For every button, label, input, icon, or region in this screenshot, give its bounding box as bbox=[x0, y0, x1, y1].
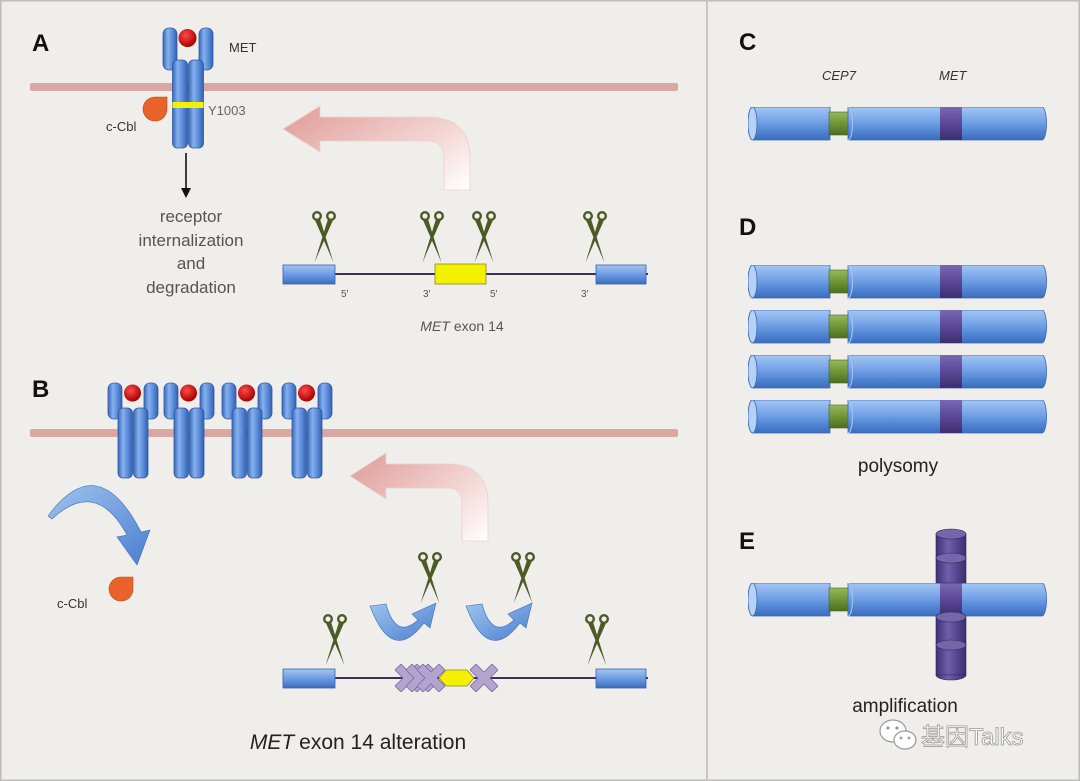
watermark-text: 基因Talks bbox=[921, 724, 1024, 751]
met-amplification-stack bbox=[935, 528, 967, 681]
watermark: 基因Talks bbox=[879, 719, 1024, 751]
met-locus-label: MET bbox=[939, 68, 968, 83]
chromosome bbox=[748, 107, 1048, 141]
polysomy-caption: polysomy bbox=[858, 456, 939, 477]
curved-arrow-icon bbox=[369, 602, 437, 641]
met-receptor bbox=[163, 382, 215, 479]
alteration-caption-text: exon 14 alteration bbox=[299, 731, 466, 754]
met-receptor bbox=[221, 382, 273, 479]
cep7-label: CEP7 bbox=[822, 68, 857, 83]
chromosome bbox=[748, 310, 1048, 344]
panel-b: B bbox=[30, 376, 678, 754]
outcome-line: receptor bbox=[160, 207, 223, 226]
c-cbl-label: c-Cbl bbox=[106, 119, 136, 134]
splicing-arrow bbox=[282, 105, 471, 191]
splice-site-label: 3′ bbox=[581, 289, 589, 300]
chromosome bbox=[748, 265, 1048, 299]
y1003-site bbox=[172, 102, 204, 108]
exon-14 bbox=[434, 263, 487, 285]
ligand bbox=[178, 29, 197, 47]
cell-membrane bbox=[30, 83, 678, 91]
panel-a: A MET c-Cbl Y1003 receptor internalizati… bbox=[30, 27, 678, 334]
met-receptor bbox=[162, 27, 214, 149]
panel-label-b: B bbox=[32, 376, 49, 403]
panel-label-c: C bbox=[739, 29, 756, 56]
chromosome bbox=[748, 355, 1048, 389]
met-receptor bbox=[107, 382, 159, 479]
panel-e: E amplification bbox=[739, 528, 1048, 717]
down-arrow-head bbox=[181, 188, 191, 198]
panel-label-e: E bbox=[739, 528, 755, 555]
receptor-label: MET bbox=[229, 40, 257, 55]
chromosome bbox=[748, 583, 1048, 617]
c-cbl-shape bbox=[142, 96, 168, 122]
exon-14 bbox=[438, 669, 475, 687]
panel-label-a: A bbox=[32, 30, 49, 57]
panel-label-d: D bbox=[739, 214, 756, 241]
splicing-arrow bbox=[349, 452, 489, 542]
outcome-line: internalization bbox=[139, 231, 244, 250]
y1003-label: Y1003 bbox=[208, 103, 246, 118]
exon-15 bbox=[595, 668, 647, 689]
exon-15 bbox=[595, 264, 647, 285]
outcome-line: degradation bbox=[146, 278, 236, 297]
chromosome bbox=[748, 400, 1048, 434]
exon-13 bbox=[282, 668, 336, 689]
splice-site-label: 3′ bbox=[423, 289, 431, 300]
wechat-icon bbox=[879, 719, 917, 750]
splice-site-label: 5′ bbox=[341, 289, 349, 300]
amplification-caption: amplification bbox=[852, 696, 958, 717]
exon-13 bbox=[282, 264, 336, 285]
panel-d: D polysomy bbox=[739, 214, 1048, 477]
exon-caption-gene: MET bbox=[420, 318, 451, 334]
c-cbl-shape bbox=[108, 576, 134, 602]
c-cbl-label: c-Cbl bbox=[57, 596, 87, 611]
splice-site-label: 5′ bbox=[490, 289, 498, 300]
exon-caption-text: exon 14 bbox=[454, 318, 504, 334]
outcome-line: and bbox=[177, 254, 205, 273]
curved-arrow-icon bbox=[465, 602, 533, 641]
met-receptor bbox=[281, 382, 333, 479]
panel-c: C CEP7 MET bbox=[739, 29, 1048, 141]
curved-arrow-icon bbox=[47, 485, 151, 566]
alteration-caption-gene: MET bbox=[250, 731, 297, 754]
